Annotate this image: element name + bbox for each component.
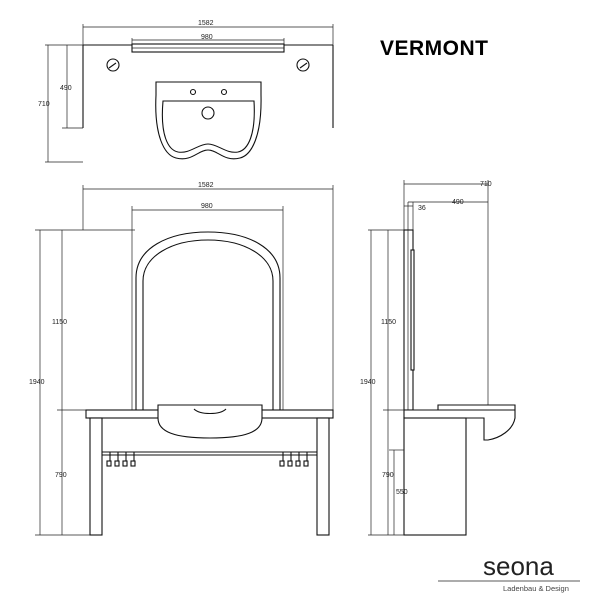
side-depth-inner-label: 490 [452,199,464,206]
side-view: 710 490 36 [360,180,516,536]
front-left-hooks [106,452,136,467]
front-height-table-dimension: 790 [55,410,67,535]
plan-right-fitting-icon [296,58,310,72]
plan-left-fitting-icon [106,58,120,72]
side-mirror-thickness-dimension: 36 [404,202,426,230]
front-height-mirror-label: 1150 [52,319,67,326]
side-depth-total-label: 710 [480,181,492,188]
brand-logo: seona Ladenbau & Design [438,551,580,593]
front-height-total-dimension: 1940 [29,229,135,536]
front-right-hooks [279,452,309,467]
front-height-table-label: 790 [55,472,67,479]
plan-view: 1582 980 [38,20,334,163]
side-height-mirror-dimension: 1150 [381,230,404,411]
plan-depth-total-dimension: 710 [38,44,83,163]
front-view: 1582 980 [29,182,334,536]
front-width-total-dimension: 1582 [82,182,334,410]
front-width-inner-label: 980 [201,203,213,210]
side-depth-total-dimension: 710 [403,180,492,410]
side-height-mirror-label: 1150 [381,319,396,326]
front-height-total-label: 1940 [29,379,45,386]
front-mirror [135,231,281,410]
front-width-inner-dimension: 980 [131,203,284,410]
side-height-seat-dimension: 550 [389,449,408,535]
front-table-legs [89,417,330,536]
front-tool-rail [102,451,317,467]
side-depth-inner-dimension: 490 [408,199,488,206]
plan-width-total-label: 1582 [198,20,214,27]
side-height-total-label: 1940 [360,379,376,386]
side-height-table-dimension: 790 [382,410,394,535]
front-width-total-label: 1582 [198,182,214,189]
plan-width-total-dimension: 1582 [82,20,334,45]
product-title: VERMONT [380,37,489,60]
plan-depth-total-label: 710 [38,101,50,108]
plan-mirror-rail: 980 [131,34,285,53]
side-height-seat-label: 550 [396,489,408,496]
brand-name: seona [483,551,554,581]
side-height-table-label: 790 [382,472,394,479]
side-mirror-panel [403,229,415,411]
plan-washbasin [155,81,262,160]
side-cabinet [403,417,467,536]
side-mirror-thickness-label: 36 [418,205,426,212]
plan-depth-inner-label: 490 [60,85,72,92]
brand-tagline: Ladenbau & Design [503,584,569,593]
plan-width-inner-label: 980 [201,34,213,41]
front-height-mirror-dimension: 1150 [52,230,86,411]
plan-depth-inner-dimension: 490 [60,45,83,129]
side-height-total-dimension: 1940 [360,229,404,536]
front-washbasin [157,404,263,439]
